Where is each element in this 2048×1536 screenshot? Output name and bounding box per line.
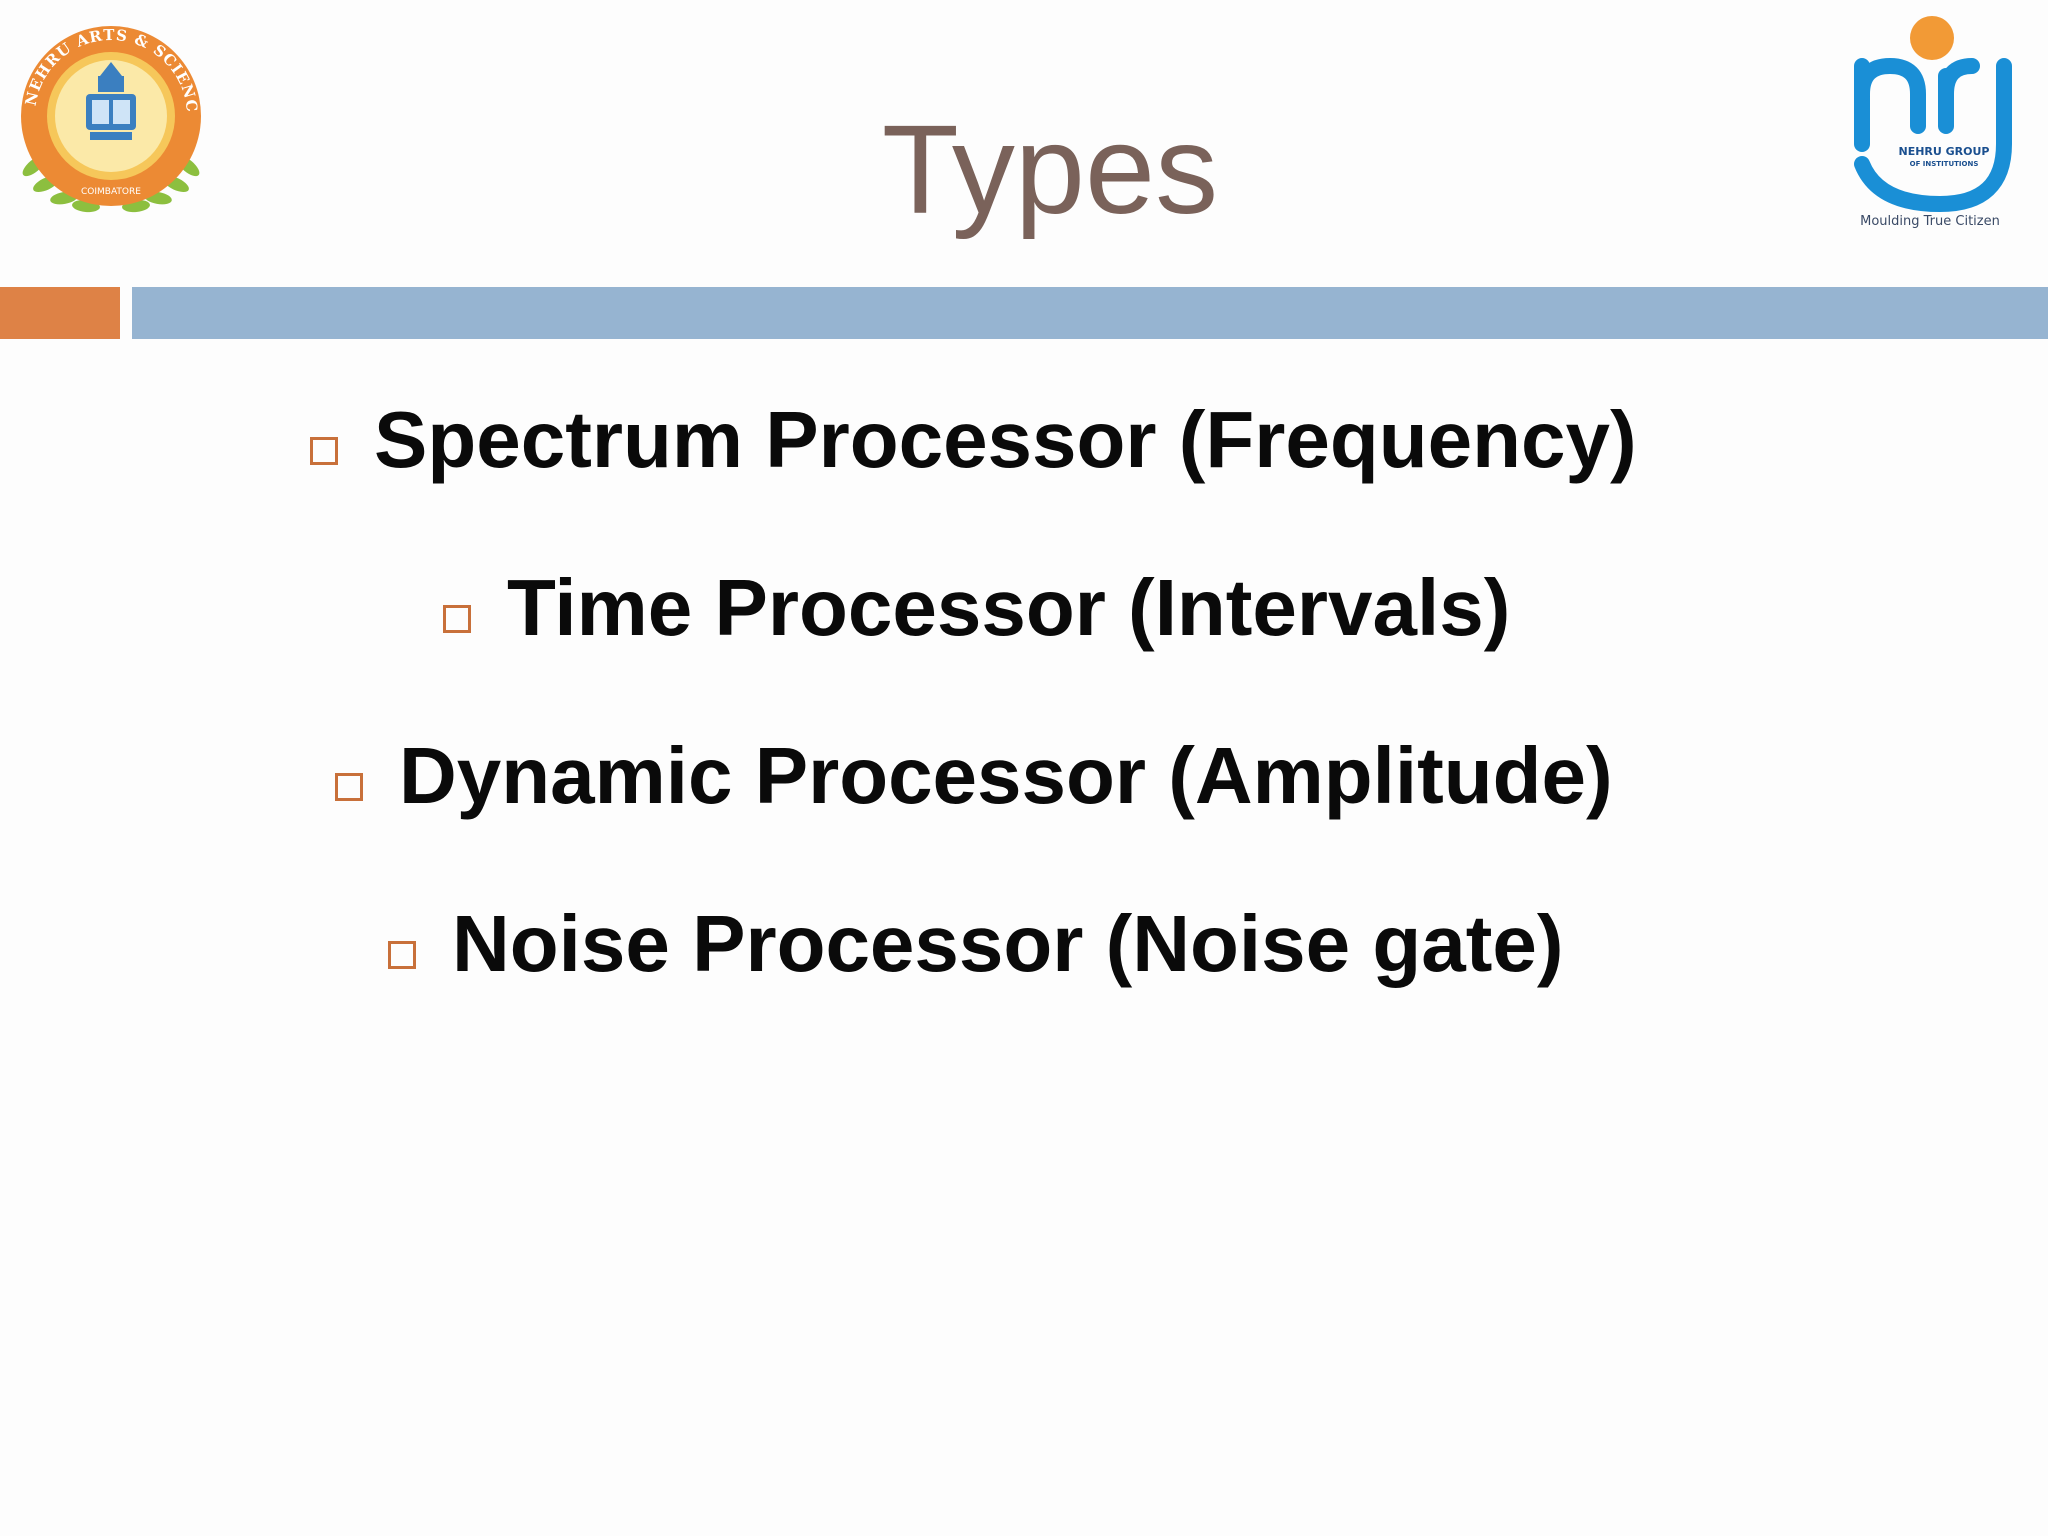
college-seal-logo: NEHRU ARTS & SCIENCE COLLEGE COIMBATORE bbox=[16, 16, 201, 213]
logo-dot-icon bbox=[1910, 16, 1954, 60]
bullet-item: Time Processor (Intervals) bbox=[443, 558, 1510, 658]
svg-text:Moulding True Citizen: Moulding True Citizen bbox=[1860, 214, 2000, 229]
bullet-item: Dynamic Processor (Amplitude) bbox=[335, 726, 1613, 826]
square-bullet-icon bbox=[335, 773, 363, 801]
header-bar bbox=[132, 287, 2048, 339]
bullet-text: Noise Processor (Noise gate) bbox=[452, 899, 1564, 988]
bullet-text: Spectrum Processor (Frequency) bbox=[374, 395, 1637, 484]
svg-text:OF INSTITUTIONS: OF INSTITUTIONS bbox=[1910, 160, 1979, 168]
bullet-text: Dynamic Processor (Amplitude) bbox=[399, 731, 1613, 820]
svg-text:NEHRU GROUP: NEHRU GROUP bbox=[1898, 145, 1989, 158]
square-bullet-icon bbox=[443, 605, 471, 633]
accent-bar bbox=[0, 287, 120, 339]
svg-text:COIMBATORE: COIMBATORE bbox=[81, 187, 141, 197]
bullet-item: Spectrum Processor (Frequency) bbox=[310, 390, 1637, 490]
book-emblem-icon bbox=[86, 62, 136, 140]
slide-title: Types bbox=[881, 99, 1219, 240]
logo-mark-icon bbox=[1854, 57, 2012, 213]
square-bullet-icon bbox=[310, 437, 338, 465]
bullet-text: Time Processor (Intervals) bbox=[507, 563, 1511, 652]
square-bullet-icon bbox=[388, 941, 416, 969]
bullet-item: Noise Processor (Noise gate) bbox=[388, 894, 1563, 994]
nehru-group-logo: NEHRU GROUP OF INSTITUTIONS Moulding Tru… bbox=[1854, 16, 2012, 229]
